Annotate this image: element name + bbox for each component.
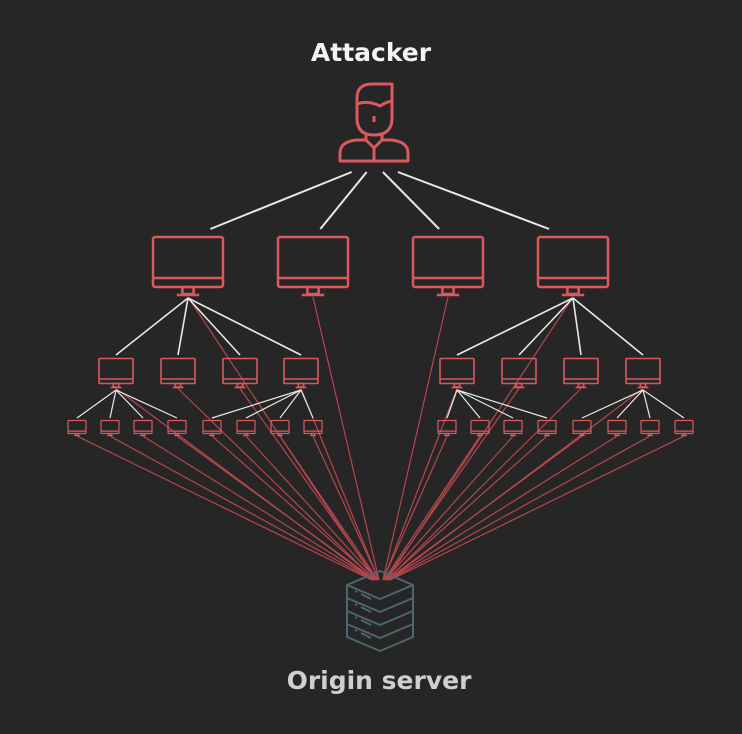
command-line: [572, 297, 644, 356]
bot-computer-icon: [563, 357, 599, 389]
command-line: [211, 389, 302, 419]
attack-line: [142, 435, 375, 581]
command-line: [518, 297, 574, 356]
command-line: [279, 389, 302, 419]
command-line: [187, 297, 302, 356]
command-line: [245, 389, 302, 419]
attack-lines: [76, 296, 685, 581]
attack-line: [383, 435, 481, 581]
command-line: [456, 389, 514, 419]
attack-line: [312, 435, 380, 581]
command-line: [209, 171, 353, 230]
command-line: [642, 389, 651, 419]
attack-line: [245, 435, 378, 581]
bot-computer-icon: [98, 357, 134, 389]
bot-computer-icon: [536, 235, 610, 297]
attack-line: [389, 435, 685, 581]
bot-computer-icon: [133, 419, 153, 437]
command-line: [115, 389, 144, 419]
attack-line: [279, 435, 379, 581]
attack-line: [176, 435, 376, 581]
nodes: [67, 82, 694, 652]
bot-computer-icon: [503, 419, 523, 437]
command-line: [187, 297, 241, 356]
server-stack-icon: [346, 570, 414, 652]
command-line: [581, 389, 644, 419]
bot-computer-icon: [67, 419, 87, 437]
bot-computer-icon: [411, 235, 485, 297]
command-line: [572, 297, 582, 356]
bot-computer-icon: [437, 419, 457, 437]
command-line: [397, 171, 550, 230]
bot-computer-icon: [303, 419, 323, 437]
bot-computer-icon: [674, 419, 694, 437]
attack-line: [384, 435, 514, 581]
attack-line: [211, 435, 377, 581]
command-line: [456, 389, 548, 419]
bot-computer-icon: [607, 419, 627, 437]
bot-computer-icon: [537, 419, 557, 437]
bot-computer-icon: [167, 419, 187, 437]
attack-line: [387, 435, 618, 581]
bot-computer-icon: [470, 419, 490, 437]
bot-computer-icon: [640, 419, 660, 437]
bot-computer-icon: [236, 419, 256, 437]
attack-line: [239, 388, 378, 581]
command-line: [319, 171, 368, 230]
bot-computer-icon: [100, 419, 120, 437]
attack-line: [382, 296, 449, 581]
command-line: [109, 389, 117, 419]
attack-line: [384, 388, 520, 581]
command-line: [642, 389, 685, 419]
bot-computer-icon: [439, 357, 475, 389]
attack-line: [386, 388, 582, 581]
bot-computer-icon: [283, 357, 319, 389]
bot-computer-icon: [572, 419, 592, 437]
command-line: [446, 389, 458, 419]
command-line: [456, 389, 481, 419]
command-line: [382, 171, 440, 230]
command-line: [616, 389, 644, 419]
bot-computer-icon: [202, 419, 222, 437]
person-icon: [338, 82, 410, 163]
bot-computer-icon: [501, 357, 537, 389]
command-line: [177, 297, 189, 356]
attack-line: [177, 388, 376, 581]
command-line: [300, 389, 314, 419]
attack-line: [385, 435, 548, 581]
attacker-label: Attacker: [310, 38, 432, 67]
attack-line: [386, 435, 583, 581]
attack-line: [388, 435, 651, 581]
origin-server-label: Origin server: [286, 666, 472, 695]
bot-computer-icon: [222, 357, 258, 389]
command-line: [76, 389, 117, 419]
bot-computer-icon: [276, 235, 350, 297]
bot-computer-icon: [270, 419, 290, 437]
attack-line: [382, 435, 448, 581]
command-line: [456, 297, 574, 356]
attack-line: [76, 435, 373, 581]
bot-computer-icon: [160, 357, 196, 389]
command-line: [115, 389, 178, 419]
bot-computer-icon: [625, 357, 661, 389]
command-lines: [76, 171, 685, 419]
bot-computer-icon: [151, 235, 225, 297]
attack-line: [312, 296, 380, 581]
attack-line: [109, 435, 374, 581]
command-line: [115, 297, 189, 356]
